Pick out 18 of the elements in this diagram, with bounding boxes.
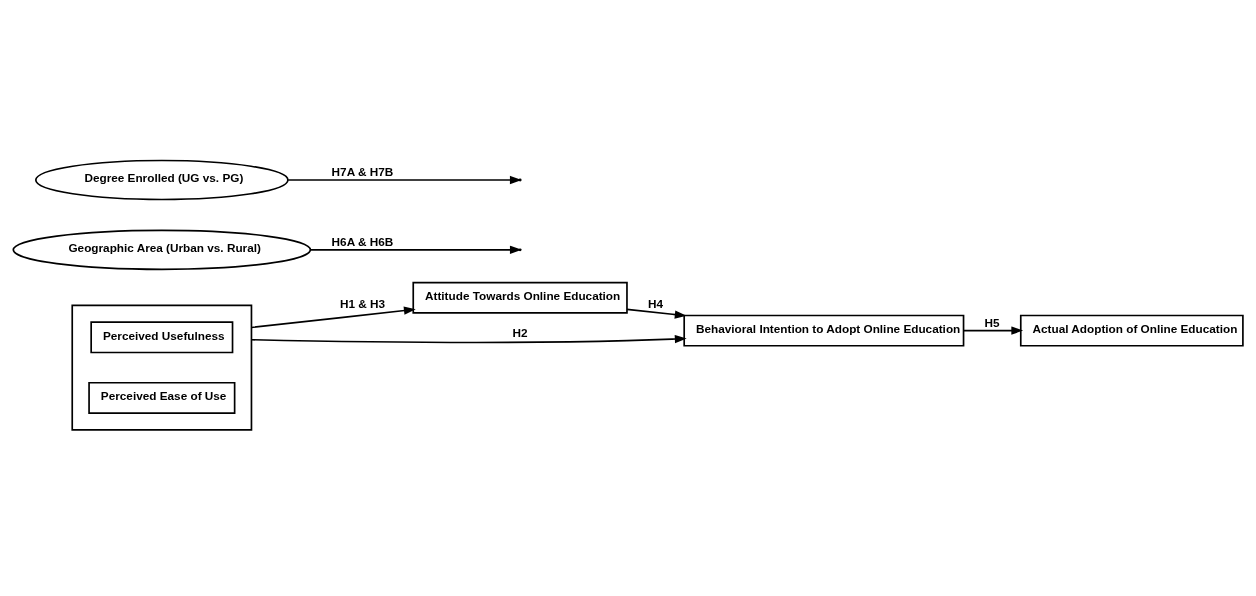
- node-box: Behavioral Intention to Adopt Online Education: [683, 314, 965, 347]
- edge-label: H2: [512, 325, 528, 339]
- edge-label: H1 & H3: [340, 296, 386, 310]
- edge-label: H4: [648, 296, 664, 310]
- node-box: Perceived Ease of Use: [88, 381, 236, 414]
- edge-label: H5: [984, 315, 1000, 329]
- node-box: Perceived Usefulness: [90, 320, 234, 353]
- node-box: Attitude Towards Online Education: [412, 281, 628, 314]
- arrow: [962, 326, 1024, 335]
- arrow: [626, 308, 687, 319]
- node-box: Actual Adoption of Online Education: [1019, 314, 1244, 347]
- arrow: [250, 305, 416, 328]
- cluster: [71, 304, 253, 431]
- edge-label: H7A & H7B: [331, 164, 394, 178]
- edge-label: H6A & H6B: [331, 234, 394, 248]
- node-ellipse: Geographic Area (Urban vs. Rural): [12, 229, 312, 270]
- node-ellipse: Degree Enrolled (UG vs. PG): [34, 159, 289, 200]
- arrow: [250, 334, 687, 343]
